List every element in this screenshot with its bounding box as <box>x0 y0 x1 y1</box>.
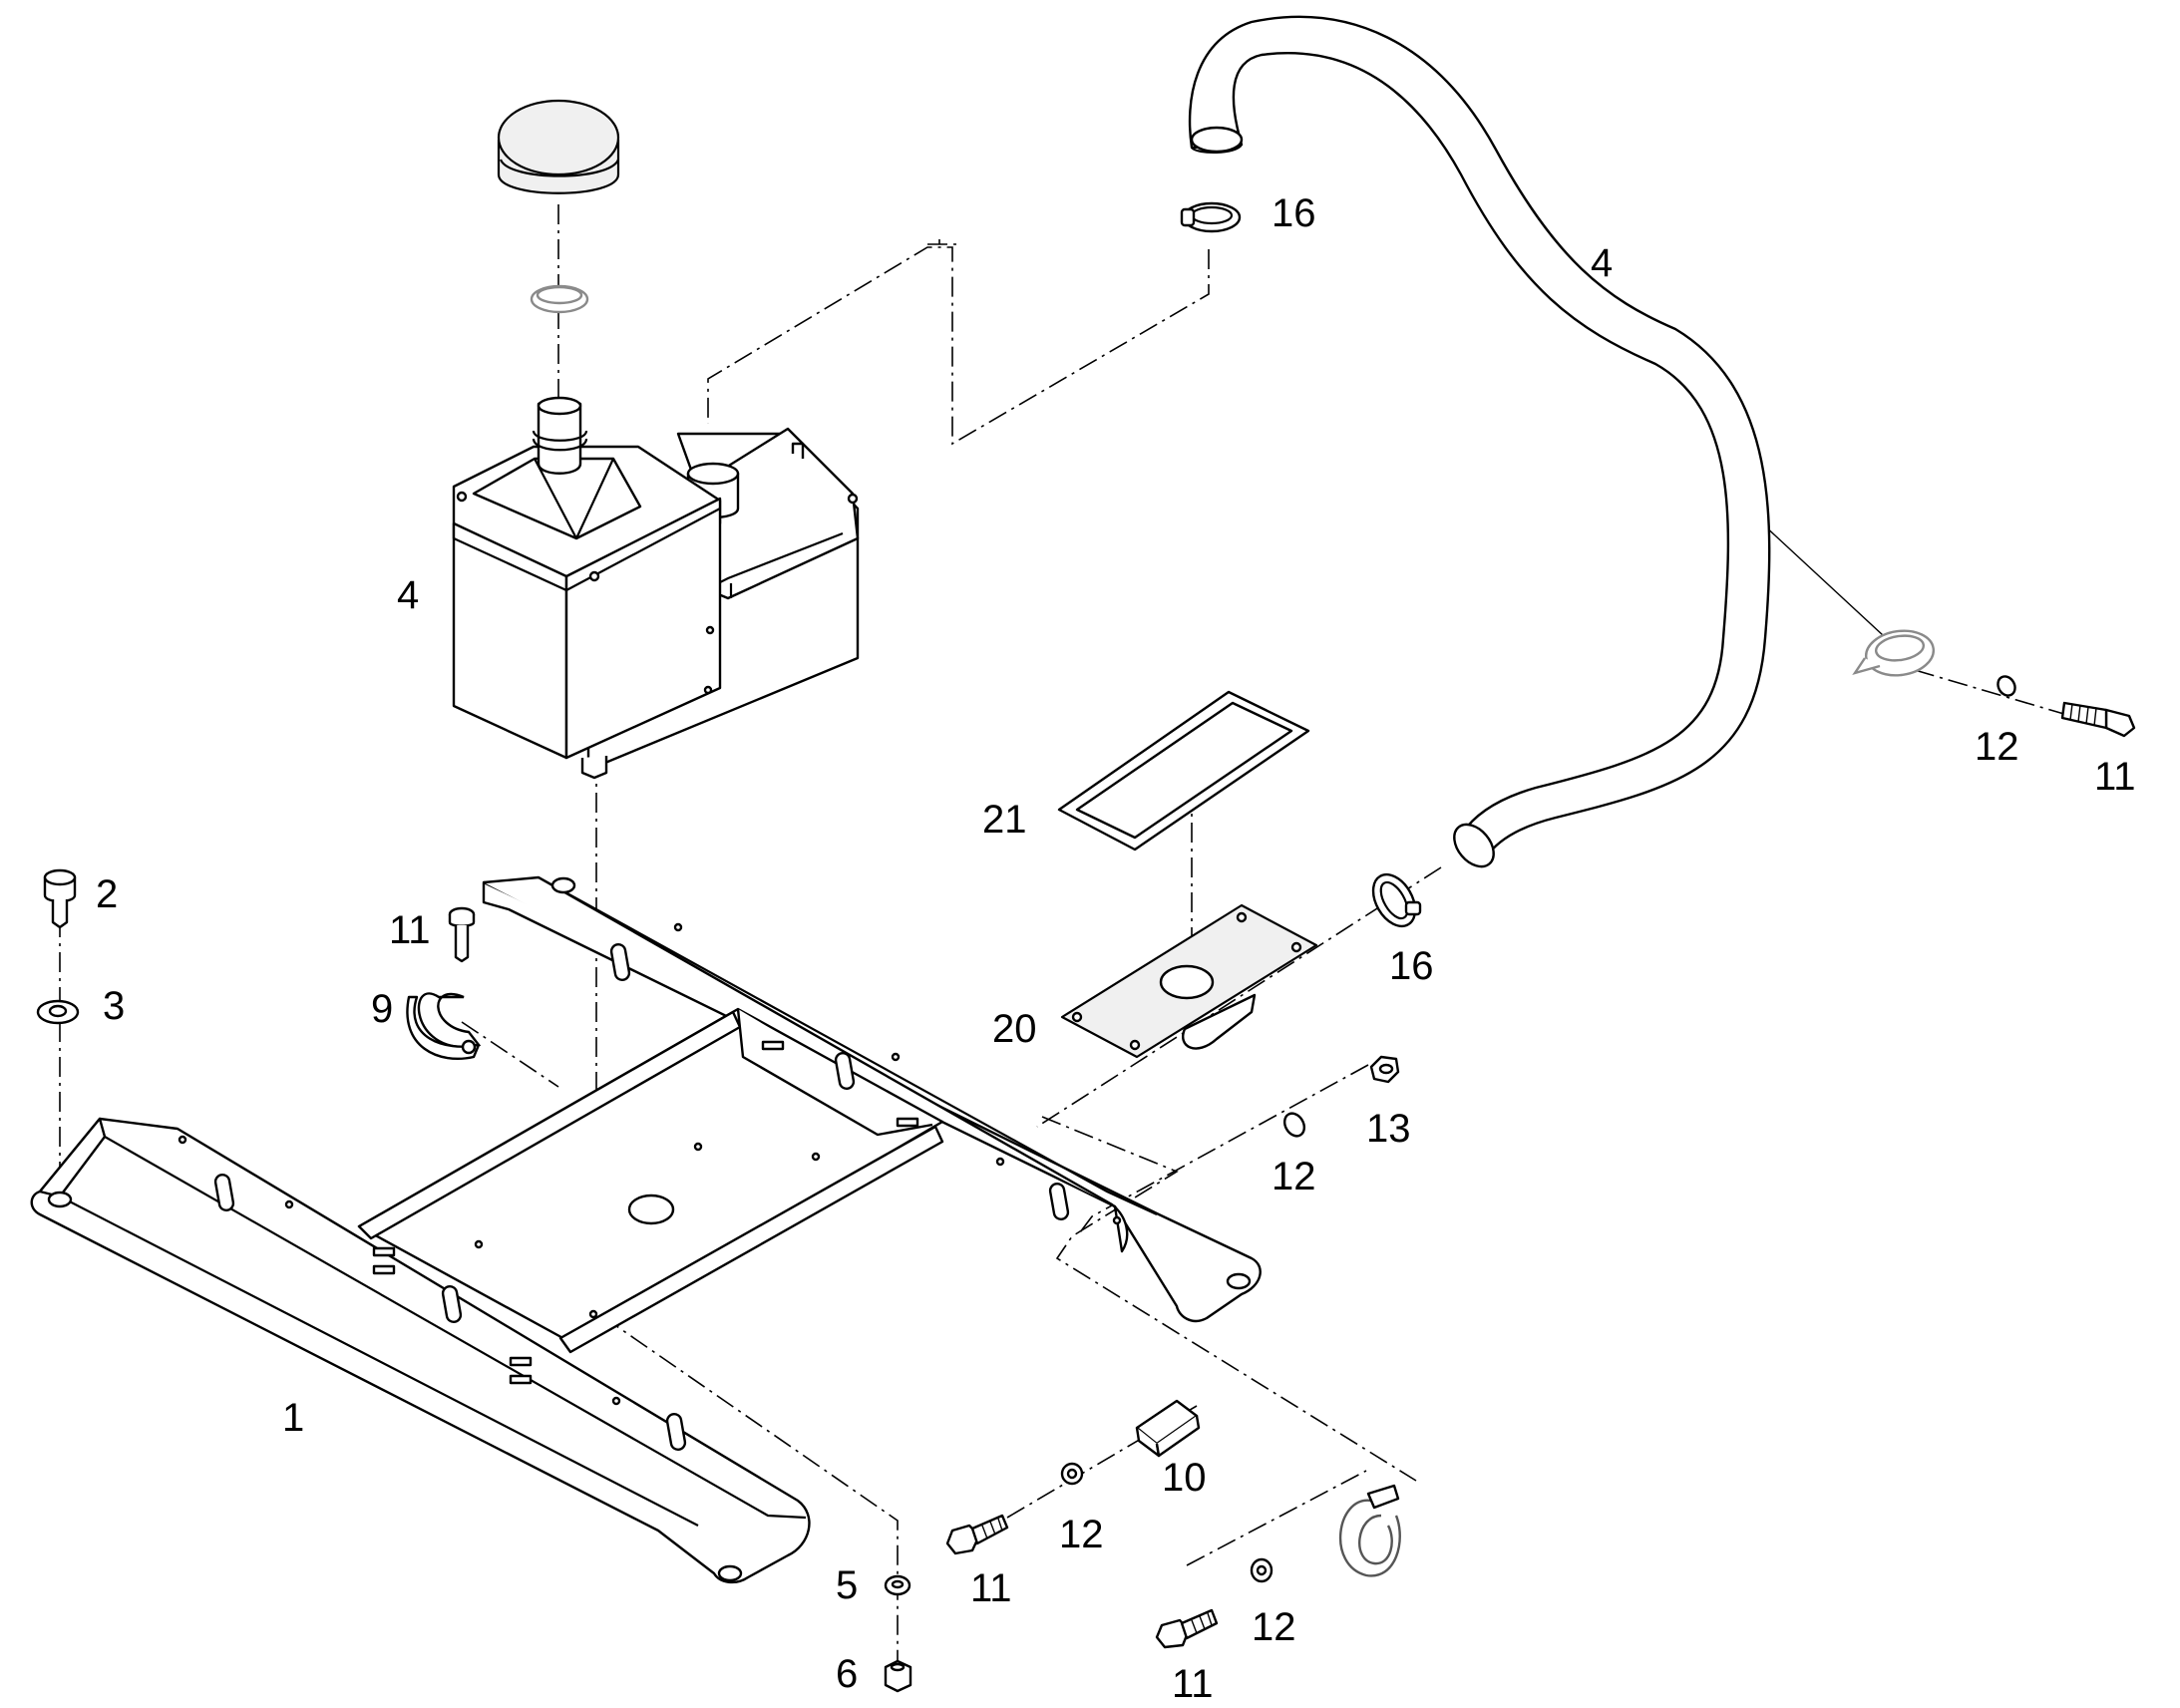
label-bolt-left: 2 <box>96 872 118 916</box>
washer-left <box>36 999 80 1025</box>
gasket <box>1057 690 1310 852</box>
hose-clamp-top <box>1180 201 1242 233</box>
tank-cap <box>497 99 620 194</box>
clamp-left <box>406 992 482 1061</box>
label-clamp-left: 9 <box>371 987 393 1031</box>
washer-bottom <box>884 1574 911 1596</box>
label-gasket: 21 <box>982 798 1027 842</box>
label-bolt-right: 11 <box>2094 755 2136 799</box>
frame <box>30 875 1262 1584</box>
tank <box>452 396 860 780</box>
bolt-left <box>43 868 77 929</box>
label-bolt-bottom-a: 11 <box>970 1566 1012 1610</box>
hose <box>1188 15 1771 868</box>
label-washer-bottom-a: 12 <box>1059 1513 1104 1556</box>
label-washer-left: 3 <box>103 984 125 1028</box>
clamp-bottom <box>1338 1484 1401 1577</box>
callout-labels: 1 2 3 4 4 5 6 9 10 11 11 11 11 12 12 12 … <box>96 191 2136 1706</box>
label-nut-mid: 13 <box>1366 1107 1411 1151</box>
label-nut-bottom: 6 <box>836 1652 858 1696</box>
plate <box>1060 903 1318 1059</box>
bolt-bottom-a <box>945 1514 1009 1555</box>
label-bolt-clamp-left: 11 <box>389 908 431 952</box>
nut-bottom <box>884 1659 912 1693</box>
label-washer-bottom: 5 <box>836 1563 858 1607</box>
label-hose-clamp-top: 16 <box>1272 191 1316 235</box>
hose-clip-right <box>1852 629 1936 677</box>
assembly-lines <box>59 204 2085 1675</box>
label-hose-clamp-bottom: 16 <box>1389 944 1434 988</box>
hose-clamp-bottom <box>1371 872 1422 928</box>
label-bolt-bottom-b: 11 <box>1172 1662 1214 1706</box>
label-spacer: 10 <box>1162 1456 1207 1500</box>
label-hose: 4 <box>1591 241 1613 285</box>
bolt-bottom-b <box>1155 1608 1219 1649</box>
spacer <box>1135 1399 1201 1458</box>
label-plate: 20 <box>992 1007 1037 1051</box>
label-tank: 4 <box>397 573 419 617</box>
label-washer-bottom-b: 12 <box>1252 1605 1296 1649</box>
label-frame: 1 <box>282 1396 304 1440</box>
washer-bottom-b <box>1250 1557 1273 1583</box>
cap-band <box>530 284 589 314</box>
label-washer-right: 12 <box>1975 725 2019 769</box>
washer-right <box>1997 675 2016 697</box>
bolt-clamp-left <box>448 906 476 963</box>
washer-bottom-a <box>1060 1462 1084 1486</box>
label-washer-mid: 12 <box>1272 1155 1316 1198</box>
bolt-right <box>2060 701 2136 738</box>
nut-mid <box>1369 1055 1400 1084</box>
washer-mid <box>1282 1112 1306 1138</box>
